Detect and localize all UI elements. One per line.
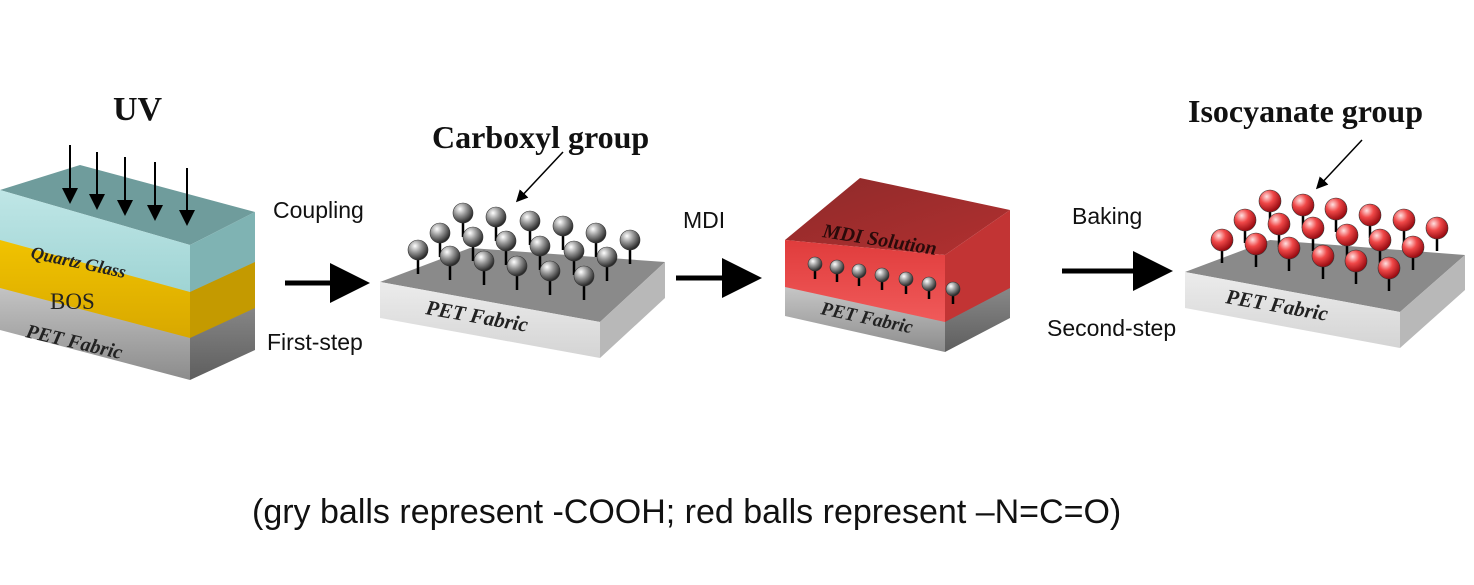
isocyanate-balls: [1210, 189, 1449, 291]
carboxyl-ball: [519, 210, 541, 245]
isocyanate-ball: [1344, 249, 1368, 284]
carboxyl-ball: [573, 265, 595, 300]
carboxyl-ball: [485, 206, 507, 241]
isocyanate-pointer: [1315, 139, 1363, 190]
caption: (gry balls represent -COOH; red balls re…: [252, 493, 1121, 531]
isocyanate-group-label: Isocyanate group: [1188, 93, 1423, 129]
carboxyl-group-label: Carboxyl group: [432, 119, 649, 155]
carboxyl-ball: [539, 260, 561, 295]
carboxyl-ball: [898, 271, 914, 294]
carboxyl-pointer: [515, 151, 564, 203]
uv-label: UV: [113, 91, 163, 128]
isocyanate-ball: [1210, 228, 1234, 263]
mdi-solution-layer: [785, 178, 1010, 322]
carboxyl-ball: [552, 215, 574, 250]
carboxyl-ball: [596, 246, 618, 281]
carboxyl-ball: [585, 222, 607, 257]
bos-layer: [0, 235, 255, 338]
second-step-label: Second-step: [1047, 315, 1176, 341]
carboxyl-ball: [945, 281, 961, 304]
carboxyl-balls-in-mdi: [807, 256, 961, 304]
isocyanate-ball: [1244, 232, 1268, 267]
carboxyl-ball: [407, 239, 429, 274]
isocyanate-ball: [1425, 216, 1449, 251]
isocyanate-ball: [1377, 256, 1401, 291]
carboxyl-ball: [851, 263, 867, 286]
pet-fabric-block-3: [785, 285, 1010, 352]
isocyanate-ball: [1368, 228, 1392, 263]
coupling-label: Coupling: [273, 197, 364, 223]
isocyanate-ball: [1401, 235, 1425, 270]
carboxyl-ball: [619, 229, 641, 264]
carboxyl-ball: [429, 222, 451, 257]
isocyanate-ball: [1311, 244, 1335, 279]
carboxyl-ball: [439, 245, 461, 280]
carboxyl-ball: [563, 240, 585, 275]
bos-label: BOS: [50, 289, 95, 314]
stack-block: Quartz Glass BOS PET Fabric: [0, 165, 255, 380]
carboxyl-ball: [495, 230, 517, 265]
uv-arrows: [62, 145, 195, 226]
baking-label: Baking: [1072, 203, 1142, 229]
isocyanate-ball: [1277, 236, 1301, 271]
first-step-label: First-step: [267, 329, 363, 355]
carboxyl-balls: [407, 202, 641, 300]
carboxyl-ball: [452, 202, 474, 237]
isocyanate-ball: [1267, 212, 1291, 247]
carboxyl-ball: [473, 250, 495, 285]
isocyanate-ball: [1233, 208, 1257, 243]
isocyanate-ball: [1324, 197, 1348, 232]
carboxyl-ball: [921, 276, 937, 299]
carboxyl-ball: [807, 256, 823, 279]
carboxyl-ball: [829, 259, 845, 282]
carboxyl-ball: [506, 255, 528, 290]
carboxyl-ball: [462, 226, 484, 261]
carboxyl-ball: [874, 267, 890, 290]
carboxyl-ball: [529, 235, 551, 270]
isocyanate-ball: [1301, 216, 1325, 251]
mdi-label: MDI: [683, 207, 725, 233]
pet-fabric-layer-1: [0, 280, 255, 380]
